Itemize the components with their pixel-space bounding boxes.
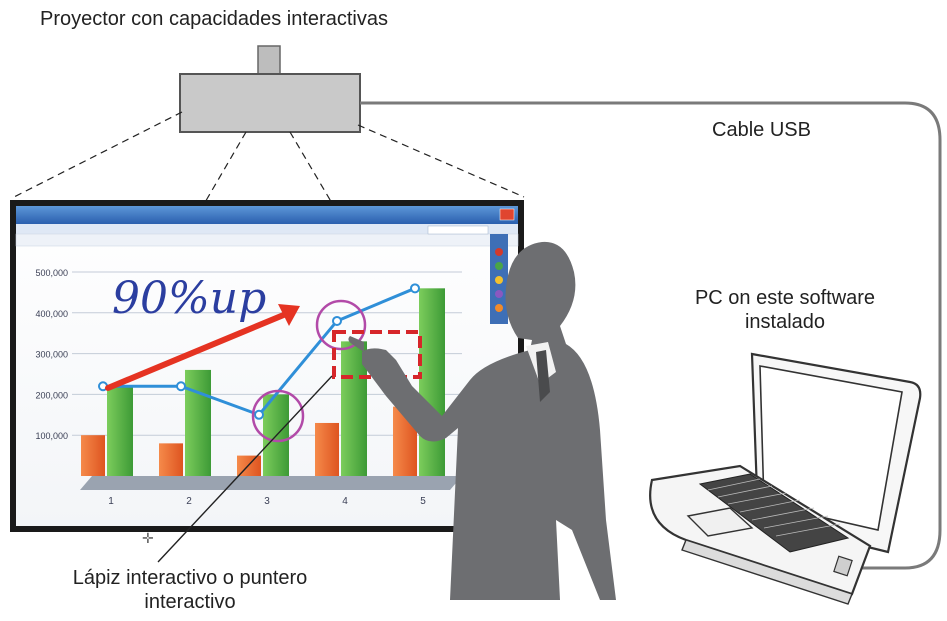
screen-chart: 500,000 400,000 300,000 200,000 100,000 1 2 3 4 5: [35, 268, 462, 507]
bar-green: [419, 288, 445, 476]
bar-orange: [159, 443, 183, 476]
window-titlebar: [16, 206, 518, 224]
x-tick-label: 2: [186, 496, 192, 507]
window-close-icon: [499, 208, 515, 221]
chart-floor: [80, 476, 462, 490]
line-point: [332, 315, 342, 326]
usb-cable-label: Cable USB: [712, 119, 811, 141]
x-tick-label: 3: [264, 496, 270, 507]
pen-label: Lápiz interactivo o puntero interactivo: [0, 566, 380, 614]
cursor-marker: ✛: [142, 530, 154, 546]
line-point: [410, 283, 420, 294]
x-tick-label: 5: [420, 496, 426, 507]
y-tick-label: 300,000: [35, 350, 68, 360]
stylus-pointer-line: [157, 375, 333, 563]
y-tick-label: 200,000: [35, 390, 68, 400]
line-point: [176, 381, 186, 392]
bar-green: [185, 369, 211, 476]
usb-plug: [833, 555, 853, 577]
pc-label-line1: PC on este software: [694, 287, 876, 309]
projector: [179, 73, 361, 133]
handwriting-annotation: 90%up: [112, 273, 266, 324]
x-tick-label: 1: [108, 496, 114, 507]
pen-label-line2: interactivo: [144, 591, 236, 613]
bar-orange: [315, 422, 339, 476]
y-tick-label: 500,000: [35, 268, 68, 278]
projector-label: Proyector con capacidades interactivas: [40, 8, 388, 30]
usb-cable: [360, 101, 942, 570]
presenter-collar: [526, 342, 556, 402]
laptop: [649, 352, 922, 605]
bar-green: [107, 386, 133, 476]
line-point: [254, 409, 264, 420]
window-toolbar: [15, 233, 519, 247]
y-tick-label: 400,000: [35, 309, 68, 319]
red-arrow: [105, 304, 300, 391]
y-tick-label: 100,000: [35, 431, 68, 441]
window-menubar: [16, 224, 518, 234]
pen-label-line1: Lápiz interactivo o puntero: [72, 567, 308, 589]
projector-mount: [257, 45, 281, 77]
circle-annotation-low: [251, 389, 305, 443]
x-tick-label: 4: [342, 496, 348, 507]
presenter-silhouette: [348, 241, 616, 600]
side-toolbar-tools: [495, 248, 503, 312]
laptop-touchpad: [686, 507, 754, 537]
pc-label-line2: instalado: [744, 311, 826, 333]
pc-label: PC on este software instalado: [655, 286, 915, 334]
circle-annotation-high: [315, 299, 367, 351]
bar-orange: [81, 435, 105, 476]
window-search-box: [427, 225, 489, 235]
